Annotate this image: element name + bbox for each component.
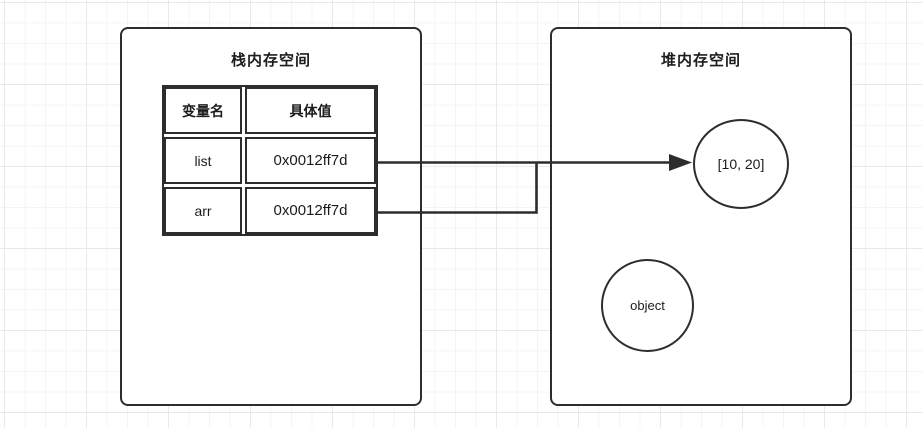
variables-table: 变量名 具体值 list 0x0012ff7d arr 0x0012ff7d bbox=[162, 85, 378, 236]
table-cell-arr-value: 0x0012ff7d bbox=[245, 187, 376, 234]
table-header-variable-name: 变量名 bbox=[164, 87, 242, 134]
table-cell-list-name: list bbox=[164, 137, 242, 184]
stack-box-title: 栈内存空间 bbox=[230, 52, 311, 69]
table-header-value: 具体值 bbox=[245, 87, 376, 134]
table-cell-arr-name: arr bbox=[164, 187, 242, 234]
heap-box-title: 堆内存空间 bbox=[660, 52, 741, 69]
heap-memory-box: 堆内存空间 bbox=[550, 27, 852, 406]
table-cell-list-value: 0x0012ff7d bbox=[245, 137, 376, 184]
heap-node-object: object bbox=[601, 259, 694, 352]
heap-node-array: [10, 20] bbox=[693, 119, 789, 209]
